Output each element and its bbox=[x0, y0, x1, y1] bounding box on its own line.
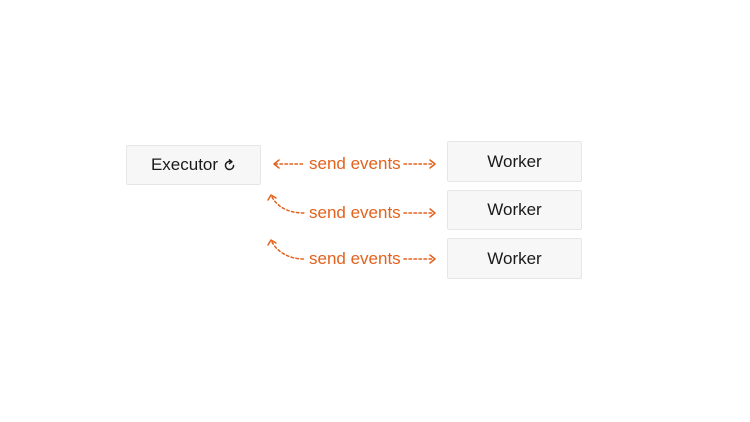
edge-label-3: send events bbox=[308, 249, 402, 269]
arrowhead-3-right bbox=[429, 254, 436, 264]
worker-label: Worker bbox=[487, 248, 542, 268]
arrowhead-1-left bbox=[273, 159, 280, 169]
worker-node-1: Worker bbox=[447, 141, 582, 182]
executor-node: Executor bbox=[126, 145, 261, 185]
edge-2-left bbox=[271, 196, 305, 214]
edge-label-2: send events bbox=[308, 203, 402, 223]
arrowhead-3-left bbox=[267, 239, 277, 246]
worker-label: Worker bbox=[487, 151, 542, 171]
arrowhead-2-left bbox=[267, 194, 277, 201]
arrowhead-1-right bbox=[429, 159, 436, 169]
edge-3-left bbox=[271, 241, 305, 260]
executor-label: Executor bbox=[150, 155, 219, 174]
worker-node-2: Worker bbox=[447, 190, 582, 230]
arrowhead-2-right bbox=[429, 208, 436, 218]
worker-label: Worker bbox=[487, 200, 542, 219]
refresh-icon bbox=[224, 158, 235, 170]
edge-label-1: send events bbox=[308, 154, 402, 174]
worker-node-3: Worker bbox=[447, 238, 582, 279]
